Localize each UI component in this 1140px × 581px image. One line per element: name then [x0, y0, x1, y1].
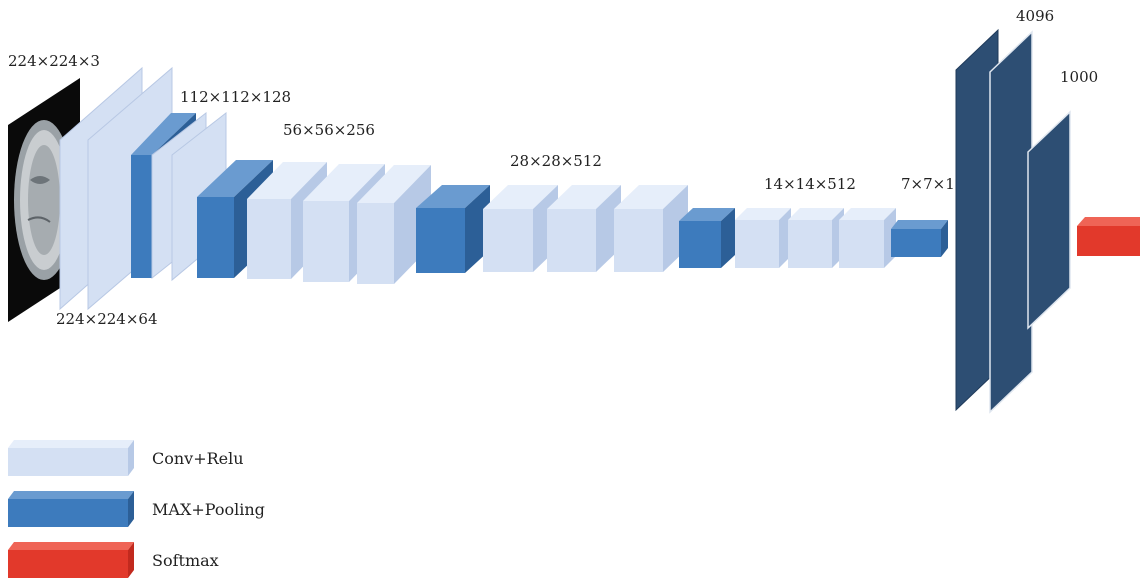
conv3-size-label: 56×56×256: [283, 121, 375, 139]
pool5-size-label: 7×7×1: [901, 175, 955, 193]
softmax-block: [1077, 217, 1140, 256]
conv4-layer-a: [483, 185, 558, 272]
legend-swatch-conv: [8, 440, 134, 476]
conv1-size-label: 224×224×64: [56, 310, 158, 328]
conv2-size-label: 112×112×128: [180, 88, 292, 106]
fc2-layer: [989, 30, 1033, 414]
conv4-layer-b: [547, 185, 621, 272]
legend-label-conv: Conv+Relu: [152, 449, 244, 468]
legend-swatch-pool: [8, 491, 134, 527]
conv5-size-label: 14×14×512: [764, 175, 856, 193]
conv4-layer-c: [614, 185, 688, 272]
legend-label-pool: MAX+Pooling: [152, 500, 265, 519]
legend-label-softmax: Softmax: [152, 551, 219, 570]
pool5-block: [891, 220, 948, 257]
fc3-layer: [1027, 110, 1071, 330]
pool3-block: [416, 185, 490, 273]
input-size-label: 224×224×3: [8, 52, 100, 70]
legend-swatch-softmax: [8, 542, 134, 578]
conv5-layer-b: [788, 208, 844, 268]
pool4-block: [679, 208, 735, 268]
conv5-layer-c: [839, 208, 896, 268]
conv5-layer-a: [735, 208, 791, 268]
fc1-size-label: 4096: [1016, 7, 1055, 25]
fc3-size-label: 1000: [1060, 68, 1099, 86]
conv4-size-label: 28×28×512: [510, 152, 602, 170]
